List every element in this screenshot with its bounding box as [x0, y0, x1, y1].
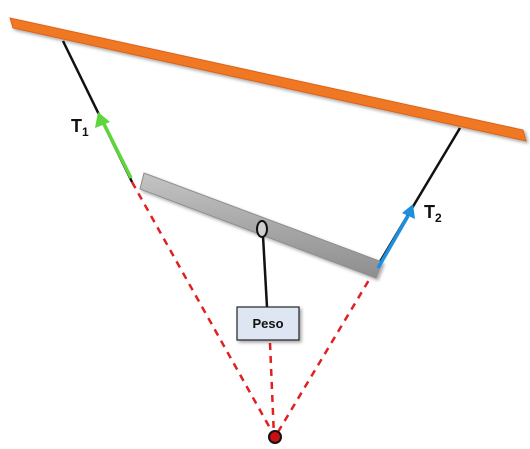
ceiling-beam [9, 17, 527, 142]
label-t1-sub: 1 [82, 125, 89, 139]
weight-label: Peso [252, 316, 283, 331]
weight-string [261, 235, 269, 308]
label-t2: T2 [424, 202, 442, 225]
tension-arrow-t1 [102, 123, 133, 179]
label-t2-main: T [424, 202, 435, 222]
label-t1-main: T [71, 116, 82, 136]
dashed-line-left [130, 181, 277, 438]
tension-arrow-t2-head [402, 204, 415, 219]
label-t2-sub: 2 [435, 211, 442, 225]
tension-arrow-t1-head [95, 112, 110, 128]
ring-attachment [256, 220, 268, 238]
concurrence-point [268, 430, 282, 444]
dashed-line-weight [268, 342, 276, 438]
dashed-line-right [273, 269, 377, 438]
weight-box [236, 306, 300, 341]
tension-arrow-t2 [376, 215, 410, 269]
label-t1: T1 [71, 116, 89, 139]
